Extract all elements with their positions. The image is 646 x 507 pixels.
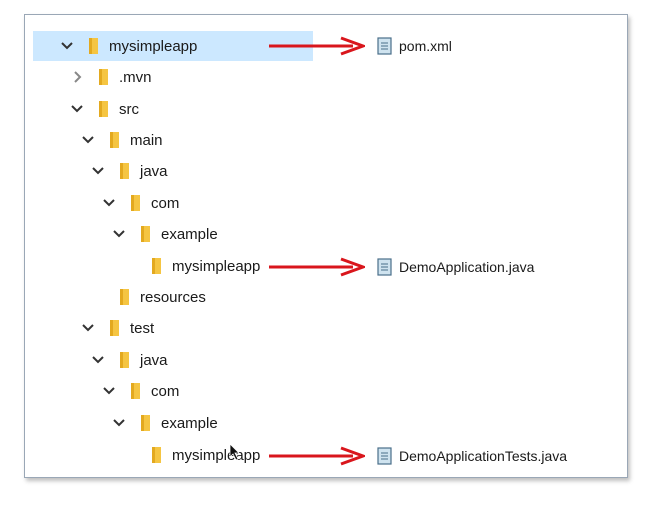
folder-icon (116, 162, 132, 180)
tree-item-label: mysimpleapp (172, 446, 261, 464)
file-demo-application[interactable]: DemoApplication.java (377, 258, 534, 276)
tree-item-resources[interactable]: resources (90, 282, 206, 312)
project-tree-panel: mysimpleapp .mvn src (24, 14, 628, 478)
tree-item-label: com (151, 194, 180, 212)
tree-item-label: java (140, 162, 168, 180)
arrow-right-icon (269, 36, 365, 56)
tree-item-label: test (130, 319, 155, 337)
chevron-down-icon[interactable] (101, 383, 117, 399)
chevron-down-icon[interactable] (80, 320, 96, 336)
folder-icon (127, 382, 143, 400)
folder-icon (95, 68, 111, 86)
file-name: pom.xml (399, 38, 452, 54)
folder-icon (106, 319, 122, 337)
folder-icon (137, 225, 153, 243)
tree-item-main-example[interactable]: example (111, 219, 218, 249)
chevron-right-icon[interactable] (69, 69, 85, 85)
file-pom[interactable]: pom.xml (377, 37, 452, 55)
tree-item-label: mysimpleapp (172, 257, 261, 275)
folder-icon (148, 446, 164, 464)
chevron-down-icon[interactable] (59, 38, 75, 54)
tree-item-src[interactable]: src (69, 94, 139, 124)
tree-item-main-package[interactable]: mysimpleapp (122, 251, 260, 281)
folder-icon (116, 351, 132, 369)
chevron-down-icon[interactable] (101, 195, 117, 211)
folder-icon (127, 194, 143, 212)
file-name: DemoApplicationTests.java (399, 448, 568, 464)
mouse-cursor-icon (229, 443, 241, 461)
tree-item-label: java (140, 351, 168, 369)
tree-item-main[interactable]: main (80, 125, 163, 155)
file-name: DemoApplication.java (399, 259, 535, 275)
chevron-down-icon[interactable] (90, 352, 106, 368)
tree-item-label: src (119, 100, 139, 118)
tree-item-label: example (161, 225, 218, 243)
tree-item-mvn[interactable]: .mvn (69, 62, 152, 92)
chevron-down-icon[interactable] (111, 415, 127, 431)
file-demo-application-tests[interactable]: DemoApplicationTests.java (377, 447, 567, 465)
arrow-right-icon (269, 446, 365, 466)
tree-item-label: mysimpleapp (109, 37, 198, 55)
tree-item-label: .mvn (119, 68, 152, 86)
arrow-right-icon (269, 257, 365, 277)
tree-item-root[interactable]: mysimpleapp (32, 31, 314, 61)
folder-icon (106, 131, 122, 149)
file-icon (377, 258, 393, 276)
folder-icon (95, 100, 111, 118)
chevron-down-icon[interactable] (90, 163, 106, 179)
tree-item-label: resources (140, 288, 206, 306)
tree-item-label: example (161, 414, 218, 432)
tree-item-test-com[interactable]: com (101, 376, 179, 406)
file-tree: mysimpleapp .mvn src (25, 15, 627, 477)
file-icon (377, 447, 393, 465)
folder-icon (137, 414, 153, 432)
folder-icon (116, 288, 132, 306)
slide-title-fragment (0, 0, 646, 14)
folder-icon (148, 257, 164, 275)
tree-item-test-example[interactable]: example (111, 408, 218, 438)
tree-item-test-java[interactable]: java (90, 345, 168, 375)
tree-item-test[interactable]: test (80, 313, 154, 343)
tree-item-label: main (130, 131, 163, 149)
tree-item-main-com[interactable]: com (101, 188, 179, 218)
chevron-down-icon[interactable] (80, 132, 96, 148)
file-icon (377, 37, 393, 55)
chevron-down-icon[interactable] (69, 101, 85, 117)
tree-item-label: com (151, 382, 180, 400)
chevron-down-icon[interactable] (111, 226, 127, 242)
folder-icon (85, 37, 101, 55)
tree-item-main-java[interactable]: java (90, 156, 168, 186)
